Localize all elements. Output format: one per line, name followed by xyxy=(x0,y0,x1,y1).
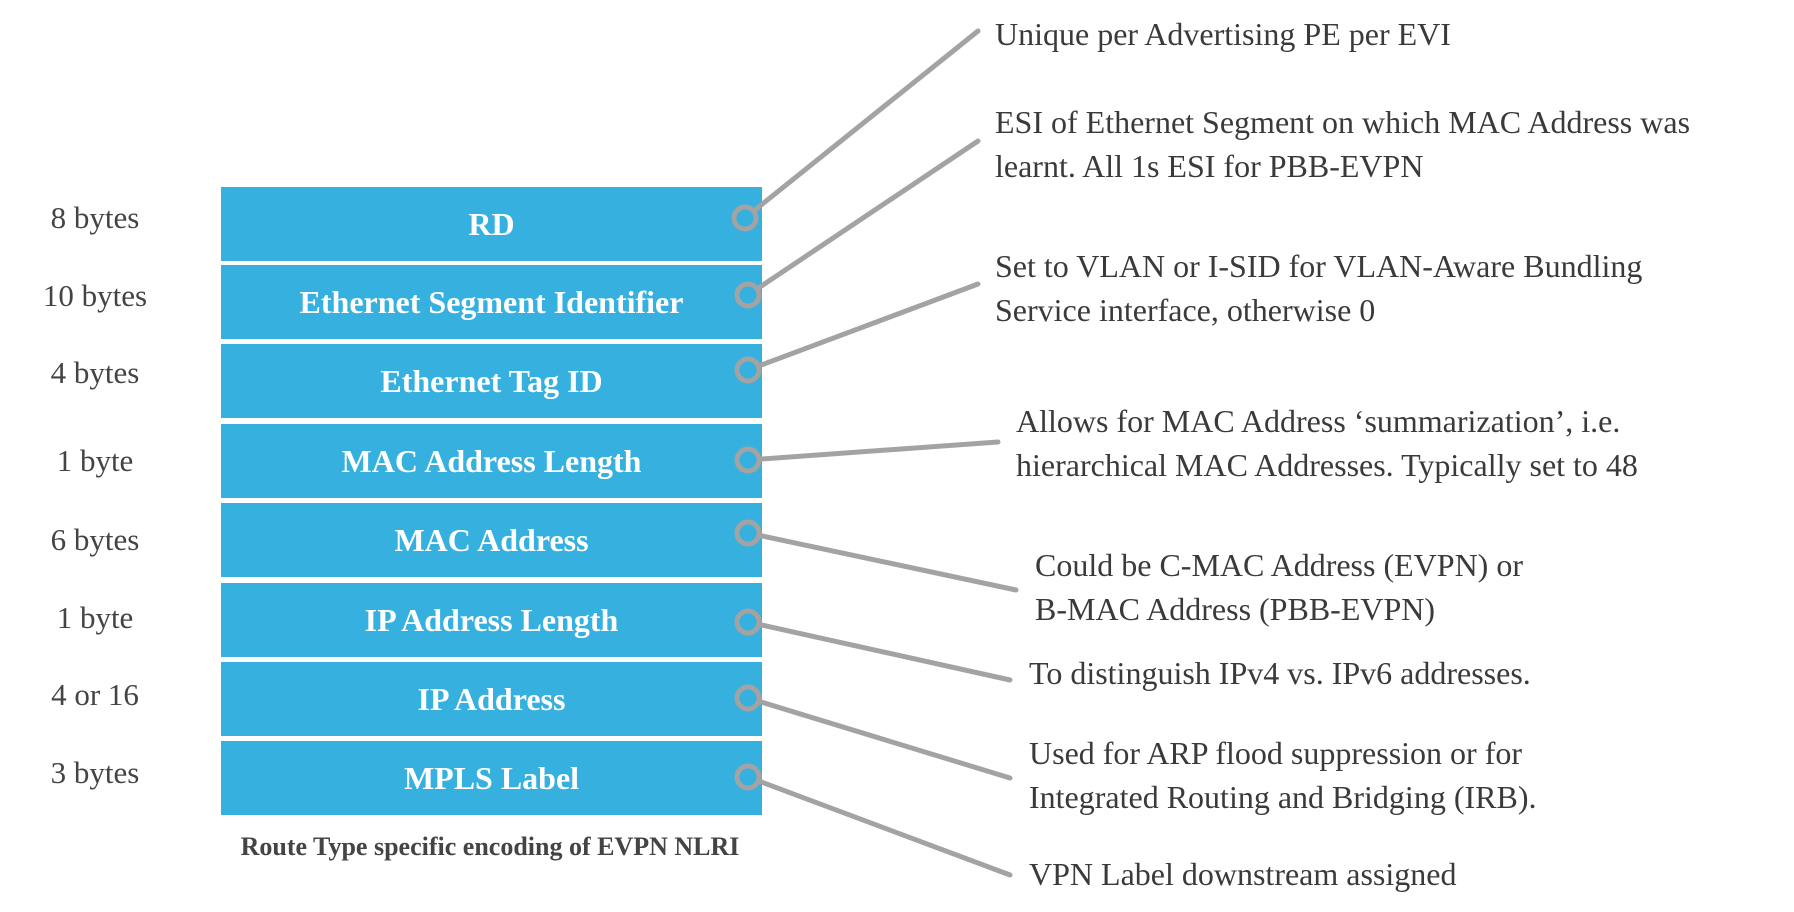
description-line: VPN Label downstream assigned xyxy=(1029,856,1457,892)
size-label-esi: 10 bytes xyxy=(42,278,148,313)
description-line: To distinguish IPv4 vs. IPv6 addresses. xyxy=(1029,655,1531,691)
description-line: Service interface, otherwise 0 xyxy=(995,292,1376,328)
field-mpls-label: MPLS Label xyxy=(221,741,762,815)
description-ip-address: Used for ARP flood suppression or for In… xyxy=(1029,731,1536,819)
description-ip-address-length: To distinguish IPv4 vs. IPv6 addresses. xyxy=(1029,651,1531,695)
field-ethernet-tag-id: Ethernet Tag ID xyxy=(221,344,762,418)
field-esi: Ethernet Segment Identifier xyxy=(221,265,762,339)
connector-ring-ip-address-length xyxy=(734,608,762,636)
size-label-rd: 8 bytes xyxy=(50,200,140,235)
description-ethernet-tag-id: Set to VLAN or I-SID for VLAN-Aware Bund… xyxy=(995,244,1642,332)
description-mac-address: Could be C-MAC Address (EVPN) or B-MAC A… xyxy=(1035,543,1523,631)
connector-ring-rd xyxy=(731,204,759,232)
connector-line-mpls-label xyxy=(745,774,1013,878)
connector-ring-mac-address xyxy=(734,519,762,547)
field-ip-address-length: IP Address Length xyxy=(221,583,762,657)
description-line: ESI of Ethernet Segment on which MAC Add… xyxy=(995,104,1691,140)
connector-ring-ethernet-tag-id xyxy=(734,356,762,384)
size-label-ethernet-tag-id: 4 bytes xyxy=(50,355,140,390)
connector-ring-ip-address xyxy=(734,684,762,712)
connector-line-ethernet-tag-id xyxy=(745,281,981,373)
connector-line-ip-address-length xyxy=(745,619,1013,683)
description-line: Integrated Routing and Bridging (IRB). xyxy=(1029,779,1537,815)
field-mac-address-length: MAC Address Length xyxy=(221,424,762,498)
connector-line-rd xyxy=(742,28,981,221)
connector-line-mac-address-length xyxy=(745,439,1001,463)
size-label-mac-address: 6 bytes xyxy=(50,522,140,557)
connector-line-esi xyxy=(745,138,981,298)
field-mac-address: MAC Address xyxy=(221,503,762,577)
description-line: Set to VLAN or I-SID for VLAN-Aware Bund… xyxy=(995,248,1643,284)
description-mac-address-length: Allows for MAC Address ‘summarization’, … xyxy=(1016,399,1638,487)
size-label-ip-address-length: 1 byte xyxy=(56,600,134,635)
size-label-mac-address-length: 1 byte xyxy=(56,443,134,478)
description-rd: Unique per Advertising PE per EVI xyxy=(995,12,1451,56)
connector-ring-mac-address-length xyxy=(734,446,762,474)
description-esi: ESI of Ethernet Segment on which MAC Add… xyxy=(995,100,1690,188)
connector-ring-mpls-label xyxy=(734,763,762,791)
connector-line-mac-address xyxy=(745,530,1019,593)
connector-line-ip-address xyxy=(745,695,1013,781)
description-line: Could be C-MAC Address (EVPN) or xyxy=(1035,547,1523,583)
description-mpls-label: VPN Label downstream assigned xyxy=(1029,852,1456,896)
field-rd: RD xyxy=(221,187,762,261)
description-line: learnt. All 1s ESI for PBB-EVPN xyxy=(995,148,1424,184)
size-label-mpls-label: 3 bytes xyxy=(50,755,140,790)
description-line: hierarchical MAC Addresses. Typically se… xyxy=(1016,447,1638,483)
size-label-ip-address: 4 or 16 xyxy=(51,677,139,712)
description-line: Allows for MAC Address ‘summarization’, … xyxy=(1016,403,1621,439)
field-ip-address: IP Address xyxy=(221,662,762,736)
description-line: B-MAC Address (PBB-EVPN) xyxy=(1035,591,1436,627)
description-line: Used for ARP flood suppression or for xyxy=(1029,735,1522,771)
description-line: Unique per Advertising PE per EVI xyxy=(995,16,1451,52)
connector-ring-esi xyxy=(734,281,762,309)
diagram-caption: Route Type specific encoding of EVPN NLR… xyxy=(240,832,740,861)
